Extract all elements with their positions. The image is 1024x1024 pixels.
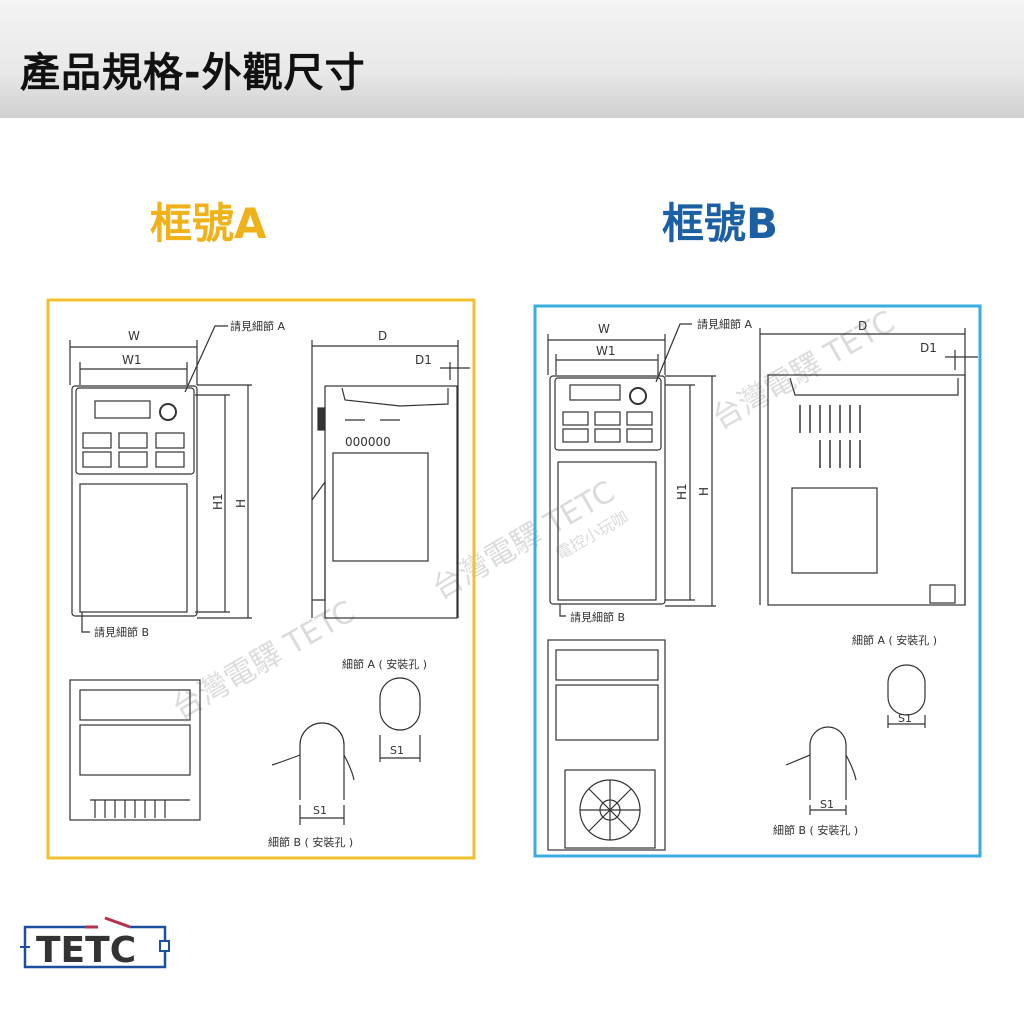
frame-b-border [533, 304, 982, 858]
label-h: H [697, 487, 711, 496]
frame-a-detail-a [379, 677, 421, 762]
frame-b-bottom-view [547, 639, 666, 851]
label-d: D [378, 329, 387, 343]
label-s1-a: S1 [898, 712, 912, 725]
frame-b-detail-b [785, 726, 857, 815]
frame-b-labels: W W1 D D1 H1 H 請見細節 A 請見細節 B 細節 A ( 安裝孔 … [570, 317, 937, 837]
label-s1-b: S1 [820, 798, 834, 811]
svg-text:台灣電驛 TETC: 台灣電驛 TETC [167, 594, 361, 726]
header-bar: 產品規格-外觀尺寸 [0, 0, 1024, 118]
label-h1: H1 [211, 493, 225, 510]
frame-b-title: 框號B [662, 199, 779, 248]
label-detail-b: 細節 B ( 安裝孔 ) [773, 823, 858, 837]
svg-text:TETC: TETC [36, 930, 136, 971]
frame-a-side-view: 000000 [311, 340, 470, 619]
label-see-detail-a: 請見細節 A [697, 317, 752, 331]
frame-a-front-view [69, 325, 252, 633]
label-d1: D1 [415, 353, 432, 367]
label-see-detail-b: 請見細節 B [570, 610, 625, 624]
label-detail-b: 細節 B ( 安裝孔 ) [268, 835, 353, 849]
label-d: D [858, 319, 867, 333]
label-see-detail-b: 請見細節 B [94, 625, 149, 639]
label-h: H [234, 499, 248, 508]
label-s1-a: S1 [390, 744, 404, 757]
svg-text:000000: 000000 [345, 435, 391, 449]
frame-b-detail-a [887, 664, 926, 728]
label-w: W [128, 329, 140, 343]
frame-a-border [46, 298, 476, 860]
label-w1: W1 [596, 344, 616, 358]
label-see-detail-a: 請見細節 A [230, 319, 285, 333]
tetc-logo: TETC [20, 916, 170, 971]
label-detail-a: 細節 A ( 安裝孔 ) [342, 657, 427, 671]
label-d1: D1 [920, 341, 937, 355]
frame-a-title: 框號A [150, 199, 267, 248]
frame-a-bottom-view [69, 679, 201, 821]
frame-b-side-view [759, 328, 978, 606]
label-h1: H1 [675, 483, 689, 500]
label-w1: W1 [122, 353, 142, 367]
frame-b-front-view [547, 323, 716, 617]
frame-a-labels: W W1 D D1 H1 H 請見細節 A 請見細節 B 細節 A ( 安裝孔 … [94, 319, 432, 849]
frame-a-detail-b [271, 722, 355, 825]
label-w: W [598, 322, 610, 336]
page-title: 產品規格-外觀尺寸 [20, 50, 366, 96]
label-s1-b: S1 [313, 804, 327, 817]
label-detail-a: 細節 A ( 安裝孔 ) [852, 633, 937, 647]
